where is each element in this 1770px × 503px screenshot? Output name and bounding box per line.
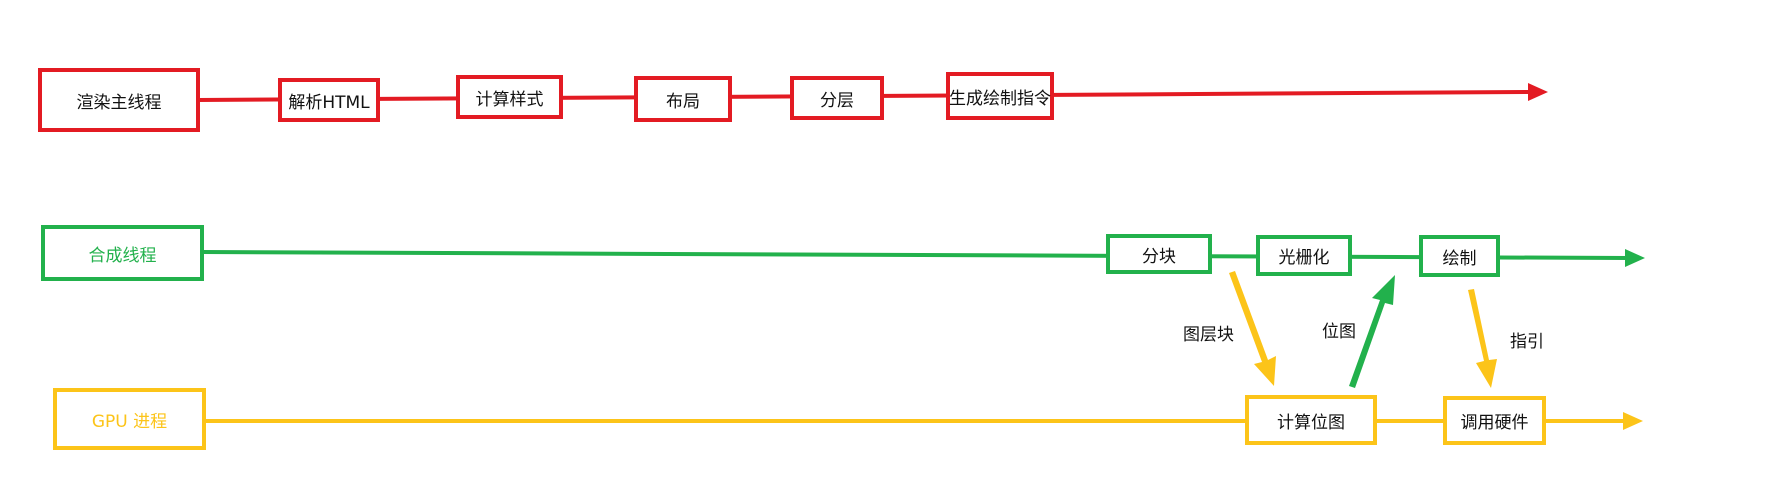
label-instructions: 指引 [1510,332,1544,352]
step-layout: 布局 [634,76,732,122]
step-compute-bitmap: 计算位图 [1245,395,1377,445]
render-thread-arrowhead [1528,83,1548,101]
step-draw: 绘制 [1419,235,1500,277]
step-parse-html: 解析HTML [278,78,380,122]
compositor-thread-label: 合成线程 [41,225,204,281]
label-bitmap: 位图 [1322,322,1356,342]
step-paint-instructions: 生成绘制指令 [946,72,1054,120]
step-rasterize: 光栅化 [1256,235,1352,276]
gpu-process-arrowhead [1623,412,1643,430]
step-invoke-hardware: 调用硬件 [1443,396,1546,445]
label-tiles: 图层块 [1183,325,1234,345]
gpu-process-label: GPU 进程 [53,388,206,450]
step-compute-style: 计算样式 [456,75,563,119]
render-thread-label: 渲染主线程 [38,68,200,132]
compositor-thread-arrowhead [1625,249,1645,267]
draw-to-hardware-arrow [1468,289,1497,388]
tiles-to-bitmap-arrow [1229,271,1276,386]
compositor-thread-line [201,250,1629,260]
step-layering: 分层 [790,76,884,120]
bitmap-to-raster-arrow [1349,275,1395,388]
step-tiling: 分块 [1106,234,1212,274]
